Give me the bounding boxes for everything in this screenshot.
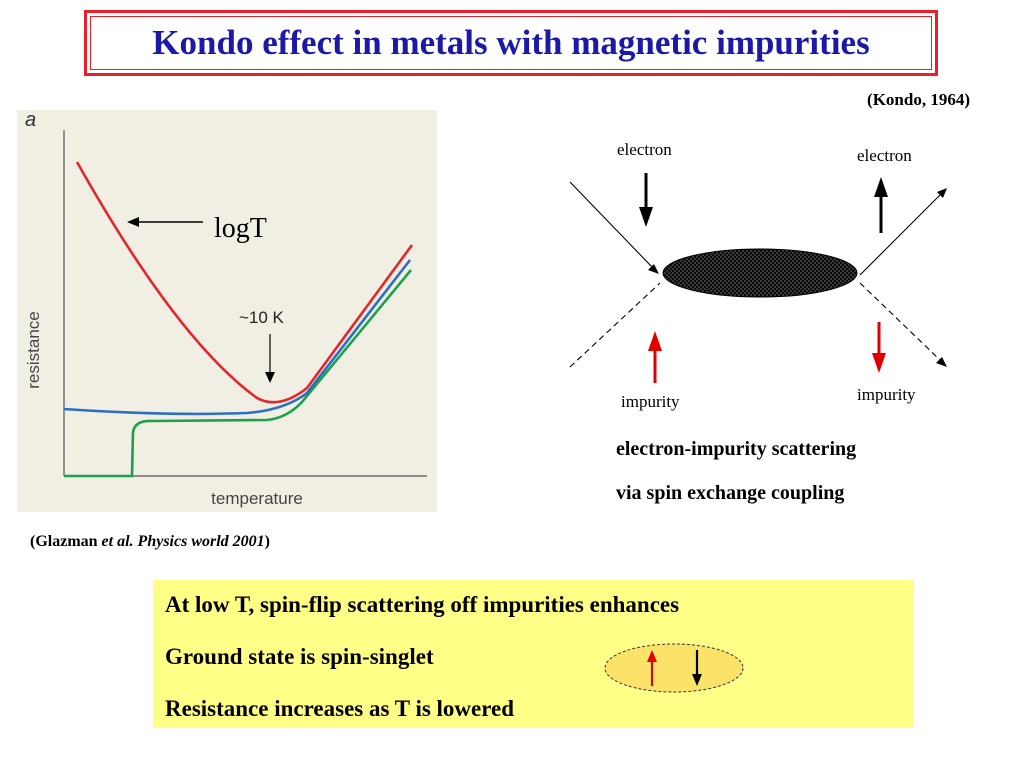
electron-out-label: electron	[857, 146, 912, 165]
min-arrow-head	[265, 372, 275, 383]
resistance-graph: a resistance temperature logT ~10 K	[24, 110, 427, 508]
glazman-suffix: )	[264, 533, 270, 550]
summary-line-3: Resistance increases as T is lowered	[165, 696, 515, 721]
kondo-citation: (Kondo, 1964)	[867, 90, 970, 109]
panel-label: a	[25, 110, 36, 131]
electron-in-label: electron	[617, 140, 672, 159]
green-curve	[64, 269, 413, 478]
resistance-graph-panel: a resistance temperature logT ~10 K	[17, 110, 437, 512]
title-box: Kondo effect in metals with magnetic imp…	[84, 10, 938, 76]
singlet-spin-up-icon	[647, 650, 657, 662]
electron-in-arrowhead	[648, 264, 659, 274]
glazman-journal: et al. Physics world 2001	[101, 533, 265, 550]
singlet-svg	[604, 643, 744, 693]
page-title: Kondo effect in metals with magnetic imp…	[152, 23, 870, 62]
interaction-blob	[662, 248, 858, 298]
summary-box: At low T, spin-flip scattering off impur…	[153, 580, 914, 728]
singlet-ellipse	[604, 643, 744, 693]
electron-out-line	[859, 194, 941, 276]
singlet-spin-down-icon	[692, 674, 702, 686]
min-temperature-label: ~10 K	[239, 308, 285, 327]
glazman-prefix: (Glazman	[30, 533, 102, 550]
logt-arrow-head	[127, 217, 139, 227]
red-curve	[75, 161, 414, 404]
glazman-citation: (Glazman et al. Physics world 2001)	[30, 533, 270, 551]
impurity-in-label: impurity	[621, 392, 680, 411]
electron-spin-up-icon	[874, 177, 888, 197]
impurity-in-line	[569, 282, 661, 368]
impurity-spin-up-icon	[648, 331, 662, 351]
x-axis-label: temperature	[211, 489, 303, 508]
impurity-out-label: impurity	[857, 385, 916, 404]
logt-label: logT	[214, 213, 267, 244]
impurity-out-arrowhead	[936, 357, 947, 367]
title-frame: Kondo effect in metals with magnetic imp…	[90, 16, 932, 70]
y-axis-label: resistance	[24, 311, 43, 388]
impurity-spin-down-icon	[872, 353, 886, 373]
blue-curve	[63, 259, 412, 416]
electron-spin-down-icon	[639, 207, 653, 227]
impurity-out-line	[859, 282, 941, 361]
electron-in-line	[569, 181, 654, 269]
summary-line-2: Ground state is spin-singlet	[165, 644, 434, 669]
summary-line-1: At low T, spin-flip scattering off impur…	[165, 592, 680, 617]
scattering-svg: electron electron impurity impurity	[569, 140, 947, 411]
scattering-caption-1: electron-impurity scattering	[616, 438, 857, 460]
scattering-caption-2: via spin exchange coupling	[616, 482, 845, 504]
electron-out-arrowhead	[937, 188, 947, 198]
